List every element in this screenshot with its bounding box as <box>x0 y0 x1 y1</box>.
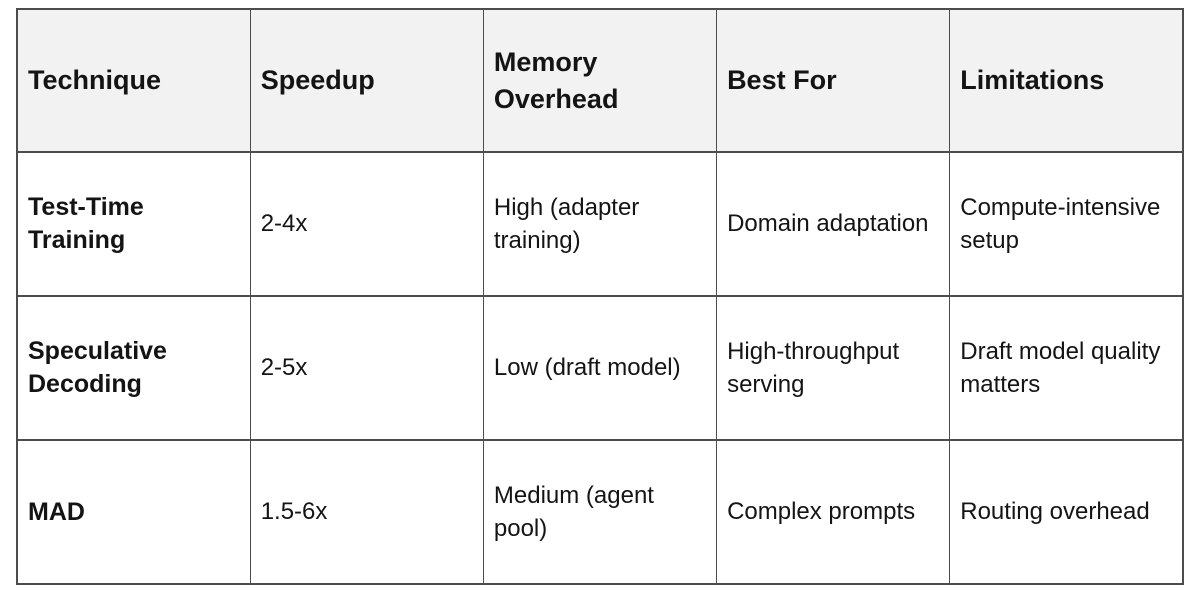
column-header-speedup: Speedup <box>249 8 484 153</box>
table-cell: 2-4x <box>249 151 484 297</box>
table-cell: High-throughput serving <box>716 295 951 441</box>
technique-comparison-table: Technique Speedup Memory Overhead Best F… <box>16 8 1184 585</box>
table-cell: Compute-intensive setup <box>949 151 1184 297</box>
table-cell: Low (draft model) <box>482 295 718 441</box>
column-header-technique: Technique <box>16 8 251 153</box>
technique-comparison-table-container: Technique Speedup Memory Overhead Best F… <box>16 8 1184 585</box>
table-cell: Draft model quality matters <box>949 295 1184 441</box>
header-row: Technique Speedup Memory Overhead Best F… <box>16 8 1184 153</box>
row-header-cell: Speculative Decoding <box>16 295 251 441</box>
row-header-cell: Test-Time Training <box>16 151 251 297</box>
column-header-memory-overhead: Memory Overhead <box>482 8 718 153</box>
table-cell: Domain adaptation <box>716 151 951 297</box>
table-cell: Routing overhead <box>949 439 1184 585</box>
row-header-cell: MAD <box>16 439 251 585</box>
table-cell: 1.5-6x <box>249 439 484 585</box>
table-header: Technique Speedup Memory Overhead Best F… <box>16 8 1184 153</box>
table-cell: 2-5x <box>249 295 484 441</box>
table-cell: Complex prompts <box>716 439 951 585</box>
column-header-best-for: Best For <box>716 8 951 153</box>
column-header-limitations: Limitations <box>949 8 1184 153</box>
table-cell: Medium (agent pool) <box>482 439 718 585</box>
table-cell: High (adapter training) <box>482 151 718 297</box>
